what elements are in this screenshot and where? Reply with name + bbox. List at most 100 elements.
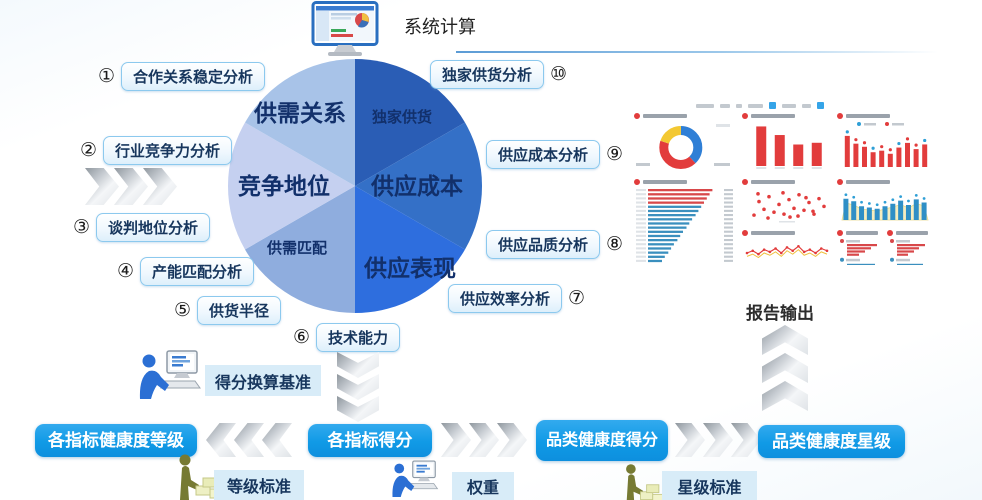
report-output-label: 报告输出 — [746, 304, 814, 323]
chevron-right-icon — [85, 168, 119, 205]
chevron-up-icon — [762, 325, 808, 355]
dashboard-panel-bars-dots — [837, 111, 933, 173]
person-computer-icon — [139, 350, 201, 399]
mini-chart — [756, 126, 822, 169]
factor-number: ③ — [73, 217, 91, 238]
chevron-right-icon — [143, 168, 177, 205]
pie-label-competitive-position: 竞争地位 — [238, 173, 330, 199]
chevron-right-icon — [497, 423, 527, 457]
panel-marker-icon — [742, 229, 748, 236]
mini-chart — [636, 124, 730, 169]
chevron-right-icon — [114, 168, 148, 205]
chevron-right-icon — [703, 423, 733, 457]
panel-title-bar — [846, 230, 878, 235]
chevron-right-icon — [731, 423, 761, 457]
mini-chart — [745, 244, 829, 259]
pie-label-supply-demand-relation: 供需关系 — [253, 100, 346, 126]
dashboard-panel-line — [742, 228, 832, 267]
pie-wedge-supply-performance — [355, 186, 465, 313]
dashboard-panel-bars — [742, 111, 832, 173]
factor-item-1: ① 合作关系稳定分析 — [98, 62, 266, 91]
chevron-up-icon — [762, 381, 808, 411]
factor-number: ② — [80, 140, 98, 161]
pie-label-supply-cost: 供应成本 — [370, 173, 463, 199]
category-health-star-button: 品类健康度星级 — [758, 425, 905, 458]
factor-item-8: 供应品质分析 ⑧ — [486, 230, 623, 259]
mini-chart — [636, 189, 733, 263]
panel-marker-icon — [837, 178, 843, 185]
factor-number: ④ — [117, 261, 135, 282]
mini-chart — [844, 122, 928, 167]
chevron-left-icon — [262, 423, 292, 457]
factor-item-5: ⑤ 供货半径 — [174, 296, 282, 325]
mini-chart — [841, 193, 929, 221]
dashboard-panel-mini-bars — [837, 228, 883, 276]
person-goods-icon — [626, 464, 666, 500]
pie-wedge-supply-demand-relation — [245, 58, 355, 186]
weight-chip: 权重 — [452, 472, 514, 500]
panel-title-bar — [643, 179, 687, 184]
pie-wedge-exclusive-supply — [355, 58, 465, 186]
factor-label: 供货半径 — [197, 296, 282, 325]
factor-number: ⑨ — [606, 144, 624, 165]
score-basis-chip: 得分换算基准 — [205, 365, 321, 396]
factor-label: 供应成本分析 — [486, 140, 601, 169]
factor-label: 供应品质分析 — [486, 230, 601, 259]
report-dashboard-thumbnail — [628, 96, 935, 276]
panel-marker-icon — [887, 229, 893, 236]
factor-item-10: 独家供货分析 ⑩ — [430, 60, 567, 89]
panel-title-bar — [846, 179, 890, 184]
dashboard-panel-donut — [634, 111, 738, 173]
pie-wedge-supply-demand-match — [245, 186, 355, 313]
filter-icon — [769, 102, 776, 109]
chevron-up-icon — [762, 353, 808, 383]
pie-wedge-supply-cost — [355, 122, 483, 250]
panel-marker-icon — [742, 112, 748, 119]
panel-marker-icon — [837, 112, 843, 119]
pie-wedge-competitive-position — [227, 122, 355, 250]
panel-title-bar — [896, 230, 928, 235]
indicator-score-button: 各指标得分 — [308, 424, 432, 457]
chevron-right-icon — [469, 423, 499, 457]
factor-label: 谈判地位分析 — [96, 213, 211, 242]
dashboard-panel-scatter — [742, 177, 832, 225]
indicator-health-grade-button: 各指标健康度等级 — [35, 424, 197, 457]
system-calc-label: 系统计算 — [404, 17, 476, 37]
factor-number: ⑩ — [550, 64, 568, 85]
factor-number: ⑧ — [606, 234, 624, 255]
category-pie-chart: 独家供货 供应成本 供应表现 供需匹配 竞争地位 供需关系 — [227, 58, 483, 313]
factor-item-2: ② 行业竞争力分析 — [80, 136, 233, 165]
panel-title-bar — [751, 179, 795, 184]
factor-number: ① — [98, 66, 116, 87]
factor-label: 技术能力 — [316, 323, 401, 352]
dashboard-panel-mini-bars — [887, 228, 933, 276]
mini-chart — [752, 191, 826, 223]
dashboard-panel-funnel — [634, 177, 738, 267]
chevron-right-icon — [675, 423, 705, 457]
star-standard-chip: 星级标准 — [662, 471, 757, 500]
chevron-left-icon — [234, 423, 264, 457]
panel-title-bar — [643, 113, 687, 118]
factor-item-9: 供应成本分析 ⑨ — [486, 140, 623, 169]
factor-label: 合作关系稳定分析 — [121, 62, 266, 91]
person-computer-icon — [392, 460, 439, 497]
panel-marker-icon — [742, 178, 748, 185]
pie-label-exclusive-supply: 独家供货 — [372, 108, 432, 126]
factor-number: ⑥ — [293, 327, 311, 348]
factor-label: 行业竞争力分析 — [103, 136, 233, 165]
factor-item-4: ④ 产能匹配分析 — [117, 257, 255, 286]
factor-item-6: ⑥ 技术能力 — [293, 323, 401, 352]
factor-label: 供应效率分析 — [448, 284, 563, 313]
filter-icon — [817, 102, 824, 109]
mini-chart — [840, 239, 877, 276]
factor-label: 产能匹配分析 — [140, 257, 255, 286]
pie-label-supply-performance: 供应表现 — [363, 255, 456, 281]
panel-title-bar — [751, 230, 795, 235]
pie-label-supply-demand-match: 供需匹配 — [266, 239, 327, 257]
computer-monitor-icon — [311, 1, 379, 56]
mini-chart — [890, 239, 925, 276]
decor-blue-line — [456, 51, 938, 53]
grade-standard-chip: 等级标准 — [214, 470, 304, 500]
factor-number: ⑤ — [174, 300, 192, 321]
